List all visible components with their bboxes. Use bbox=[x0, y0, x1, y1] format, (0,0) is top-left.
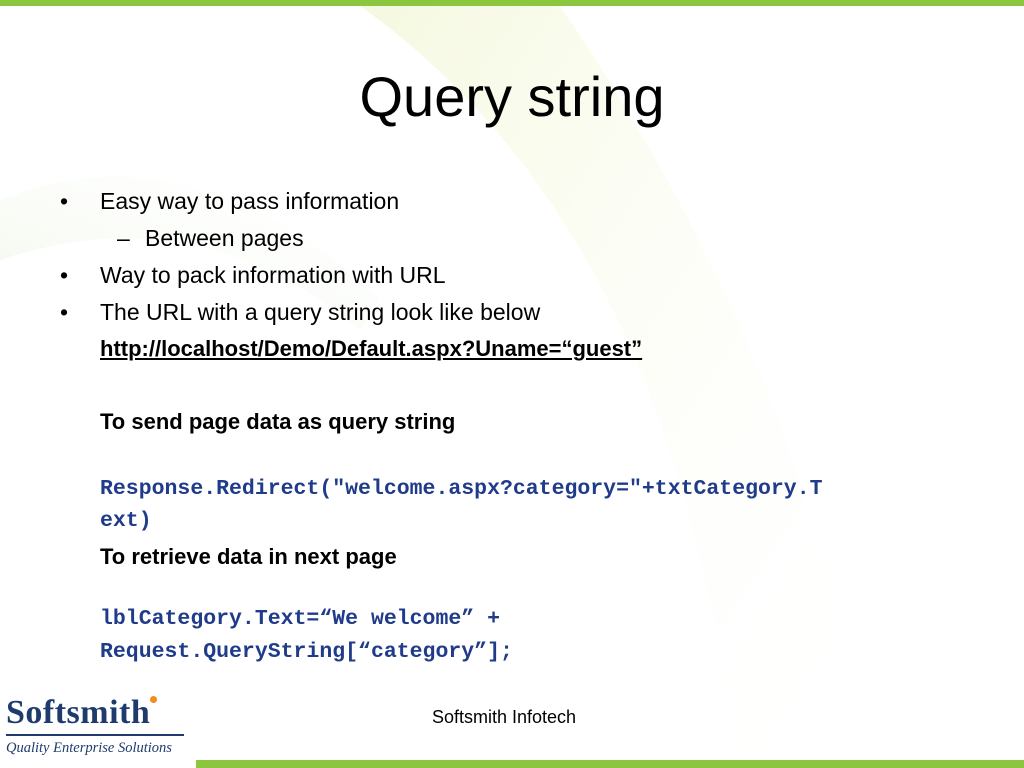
bottom-accent-bar bbox=[196, 760, 1024, 768]
send-heading: To send page data as query string bbox=[100, 409, 456, 434]
bullet-text: Easy way to pass information bbox=[100, 188, 400, 214]
bullet-marker: • bbox=[60, 262, 69, 288]
bullet-text: The URL with a query string look like be… bbox=[100, 299, 541, 325]
bullet-marker: • bbox=[60, 188, 69, 214]
bullet-text: Way to pack information with URL bbox=[100, 262, 446, 288]
logo-name: Softsmith bbox=[6, 694, 151, 731]
softsmith-logo: Softsmith Quality Enterprise Solutions bbox=[6, 694, 192, 758]
slide-title: Query string bbox=[359, 65, 665, 128]
retrieve-code-line: lblCategory.Text=“We welcome” + bbox=[100, 607, 500, 631]
sub-bullet-text: Between pages bbox=[145, 225, 304, 251]
send-code-line: ext) bbox=[100, 509, 152, 533]
send-code-line: Response.Redirect("welcome.aspx?category… bbox=[100, 477, 823, 501]
retrieve-heading: To retrieve data in next page bbox=[100, 544, 397, 569]
logo-divider bbox=[6, 734, 184, 736]
logo-dot-icon bbox=[150, 696, 157, 703]
logo-wordmark: Softsmith bbox=[6, 694, 192, 732]
footer-text: Softsmith Infotech bbox=[432, 707, 577, 727]
logo-tagline: Quality Enterprise Solutions bbox=[6, 740, 172, 756]
sub-bullet-marker: – bbox=[117, 225, 130, 251]
retrieve-code-line: Request.QueryString[“category”]; bbox=[100, 640, 513, 664]
bullet-marker: • bbox=[60, 299, 69, 325]
example-url-link[interactable]: http://localhost/Demo/Default.aspx?Uname… bbox=[100, 336, 643, 361]
top-accent-bar bbox=[0, 0, 1024, 6]
